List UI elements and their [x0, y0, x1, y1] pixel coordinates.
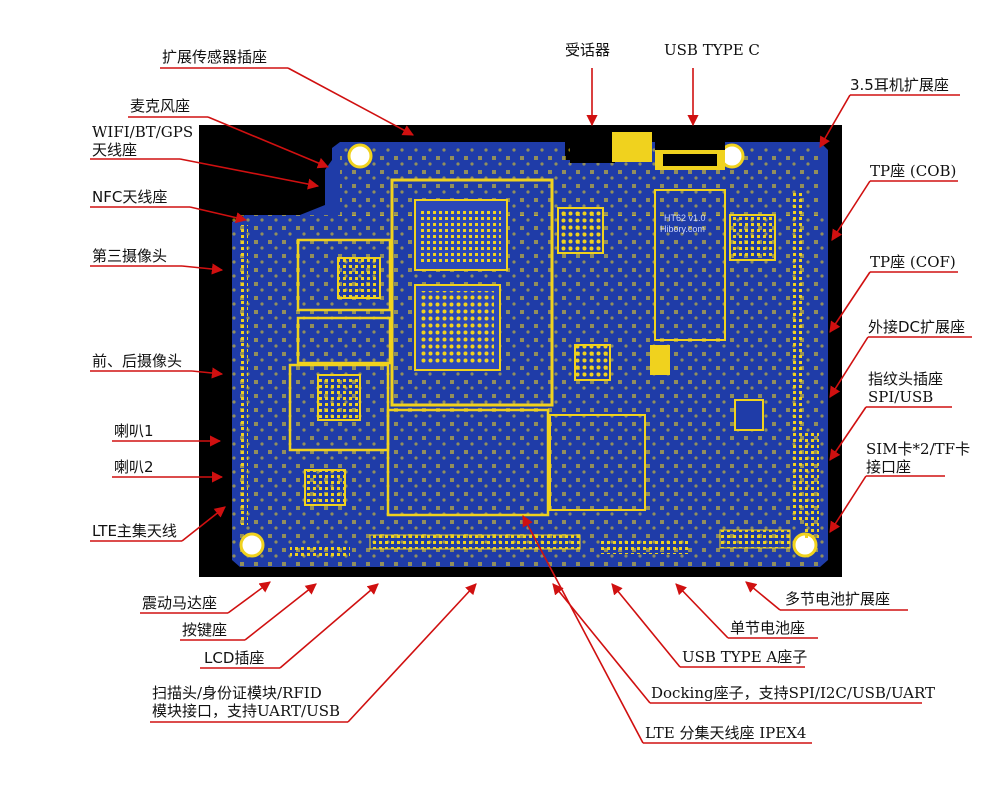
label-receiver: 受话器: [565, 41, 611, 59]
pcb-board: HT62 v1.0 Hibory.com: [232, 125, 828, 567]
label-lte-main-antenna: LTE主集天线: [92, 522, 177, 540]
label-third-camera: 第三摄像头: [92, 247, 168, 265]
lcd-connector: [369, 534, 581, 550]
label-multi-battery-expansion: 多节电池扩展座: [785, 590, 891, 608]
label-sim-tf-socket: SIM卡*2/TF卡 接口座: [866, 440, 971, 476]
label-tp-cob: TP座 (COB): [870, 162, 957, 180]
label-docking: Docking座子，支持SPI/I2C/USB/UART: [651, 684, 935, 702]
label-fingerprint-socket: 指纹头插座 SPI/USB: [868, 370, 944, 406]
silk-model: HT62 v1.0: [664, 213, 706, 223]
label-scanner-id-rfid: 扫描头/身份证模块/RFID 模块接口，支持UART/USB: [152, 684, 341, 720]
label-lte-diversity-antenna: LTE 分集天线座 IPEX4: [645, 724, 807, 742]
soc-region: [390, 178, 554, 407]
label-expansion-sensor-socket: 扩展传感器插座: [162, 48, 268, 66]
label-speaker-2: 喇叭2: [114, 458, 154, 476]
label-tp-cof: TP座 (COF): [870, 253, 956, 271]
tp-chip: [729, 214, 776, 261]
label-key-socket: 按键座: [182, 621, 228, 639]
label-wifi-bt-gps-antenna: WIFI/BT/GPS 天线座: [92, 123, 194, 159]
label-usb-type-c: USB TYPE C: [664, 41, 760, 59]
label-external-dc-expansion: 外接DC扩展座: [868, 318, 966, 336]
receiver-cutout: [570, 125, 615, 163]
silk-site: Hibory.com: [660, 224, 705, 234]
callout-arrows: [90, 67, 972, 744]
label-headphone-expansion: 3.5耳机扩展座: [850, 76, 949, 94]
label-vibration-motor: 震动马达座: [142, 594, 218, 612]
label-usb-type-a: USB TYPE A座子: [682, 648, 808, 666]
label-speaker-1: 喇叭1: [114, 422, 154, 440]
mounting-hole: [239, 532, 265, 558]
label-mic-socket: 麦克风座: [130, 97, 191, 115]
label-front-rear-camera: 前、后摄像头: [92, 352, 183, 370]
label-lcd-socket: LCD插座: [204, 649, 265, 667]
label-single-battery: 单节电池座: [730, 619, 806, 637]
mounting-hole: [347, 143, 373, 169]
label-nfc-antenna: NFC天线座: [92, 188, 168, 206]
